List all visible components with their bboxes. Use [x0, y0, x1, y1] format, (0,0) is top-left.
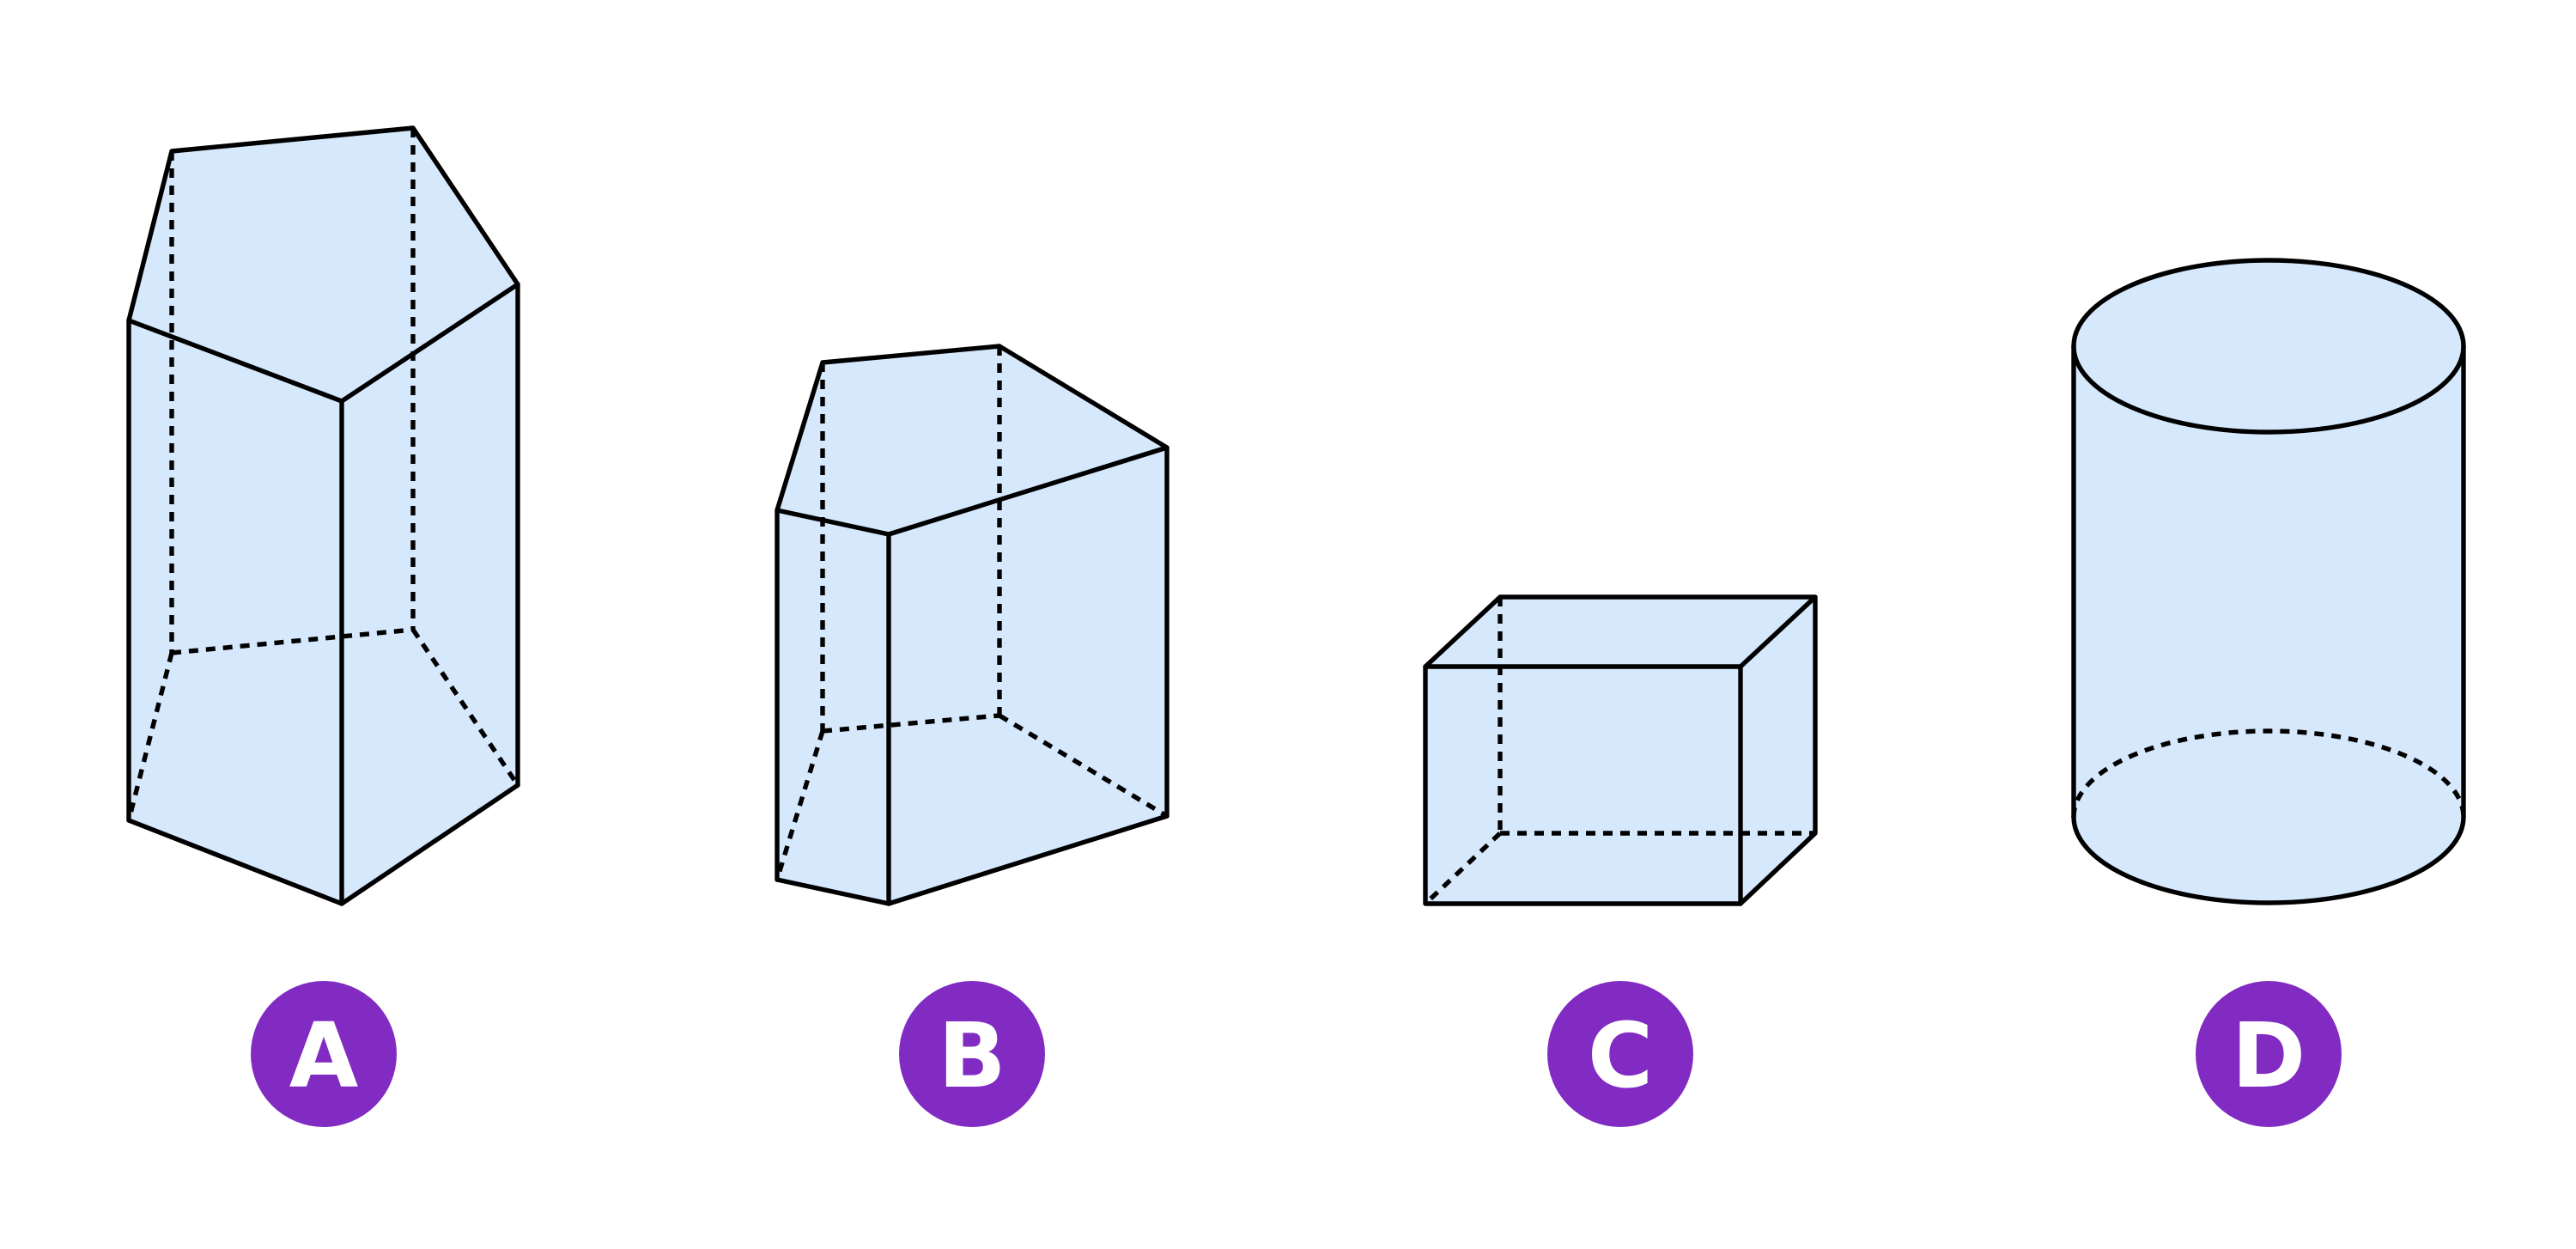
shape-d-cylinder [2071, 258, 2466, 905]
shape-b-visible-edges [775, 344, 1170, 906]
shape-d-hidden-back-rim [2071, 728, 2466, 818]
badge-c: C [1547, 981, 1693, 1127]
badge-d-label: D [2232, 1003, 2306, 1108]
shape-c-rectangular-prism [1423, 594, 1818, 906]
shape-a-visible-edges [126, 125, 520, 906]
shape-d-visible-edges [2071, 258, 2466, 905]
shape-a-pentagonal-prism [126, 125, 520, 906]
shape-b-body [777, 346, 1167, 904]
shape-c-body [1425, 597, 1815, 904]
shape-b-pentagonal-prism [775, 344, 1170, 906]
badge-d: D [2196, 981, 2342, 1127]
badge-b-label: B [938, 1003, 1005, 1108]
badge-a: A [251, 981, 397, 1127]
shape-d-body [2074, 260, 2464, 903]
shape-a-hidden-edges [126, 128, 520, 821]
shape-c-visible-edges [1423, 594, 1818, 906]
shape-c-hidden-edges [1424, 597, 1815, 905]
badge-b: B [899, 981, 1045, 1127]
shape-b-hidden-edges [775, 346, 1169, 880]
shape-a-body [129, 128, 518, 904]
badge-a-label: A [289, 1003, 359, 1108]
badge-c-label: C [1588, 1003, 1653, 1108]
